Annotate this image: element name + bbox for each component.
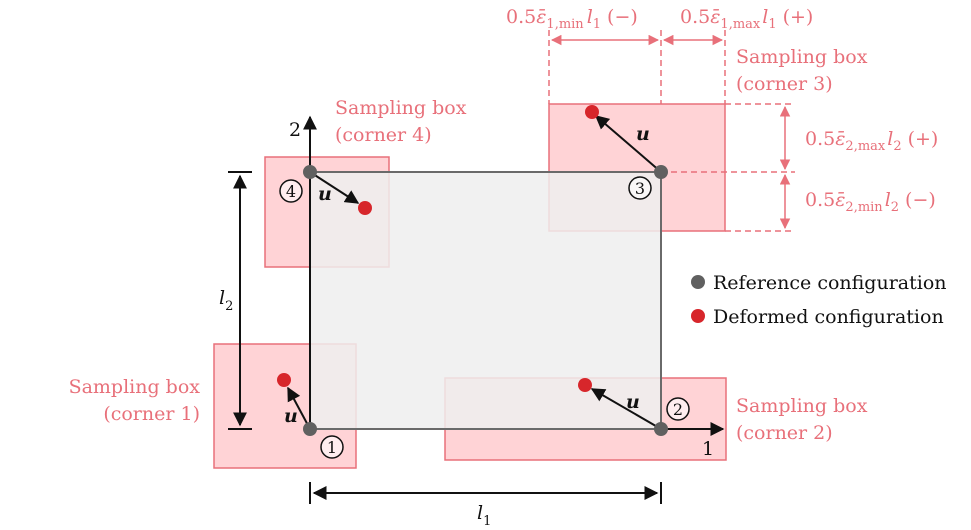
deformed-point-corner-1 xyxy=(277,373,291,387)
legend: Reference configuration Deformed configu… xyxy=(691,272,947,328)
sampling-box-label-corner-2-title: Sampling box xyxy=(736,395,868,417)
reference-point-corner-4 xyxy=(303,165,317,179)
sampling-box-label-corner-1-sub: (corner 1) xyxy=(103,403,200,425)
sampling-box-label-corner-2-sub: (corner 2) xyxy=(736,422,833,444)
l1-label: l1 xyxy=(477,502,491,529)
reference-specimen xyxy=(309,171,662,430)
legend-deformed-label: Deformed configuration xyxy=(713,306,944,328)
corner-badge-1: 1 xyxy=(320,435,344,459)
axis-2-label: 2 xyxy=(289,119,301,141)
legend-reference-label: Reference configuration xyxy=(713,272,947,294)
svg-text:3: 3 xyxy=(635,179,645,198)
axis-1-label: 1 xyxy=(702,438,714,460)
reference-point-corner-1 xyxy=(303,422,317,436)
svg-text:2: 2 xyxy=(673,400,683,419)
legend-deformed-marker xyxy=(691,309,705,323)
sampling-box-label-corner-4-title: Sampling box xyxy=(335,97,467,119)
svg-text:4: 4 xyxy=(286,182,296,201)
reference-point-corner-3 xyxy=(654,165,668,179)
sampling-box-label-corner-4-sub: (corner 4) xyxy=(335,124,432,146)
displacement-arrow-corner-2 xyxy=(590,388,662,430)
deformed-point-corner-4 xyxy=(358,201,372,215)
corner-badge-3: 3 xyxy=(628,176,652,200)
reference-point-corner-2 xyxy=(654,422,668,436)
displacement-label-corner-4: u xyxy=(318,183,332,205)
deformed-point-corner-3 xyxy=(585,105,599,119)
corner-badge-2: 2 xyxy=(666,397,690,421)
displacement-label-corner-2: u xyxy=(626,391,640,413)
deformed-point-corner-2 xyxy=(578,378,592,392)
sampling-box-label-corner-1-title: Sampling box xyxy=(69,376,201,398)
displacement-arrow-corner-3 xyxy=(594,115,662,173)
displacement-label-corner-1: u xyxy=(284,405,298,427)
sampling-box-label-corner-3-title: Sampling box xyxy=(736,46,868,68)
legend-reference-marker xyxy=(691,275,705,289)
displacement-arrow-corner-1 xyxy=(287,386,311,430)
l2-label: l2 xyxy=(219,287,233,314)
displacement-arrow-corner-4 xyxy=(309,171,360,204)
svg-text:1: 1 xyxy=(327,438,337,457)
sampling-box-label-corner-3-sub: (corner 3) xyxy=(736,73,833,95)
displacement-label-corner-3: u xyxy=(636,123,650,145)
corner-badge-4: 4 xyxy=(279,179,303,203)
